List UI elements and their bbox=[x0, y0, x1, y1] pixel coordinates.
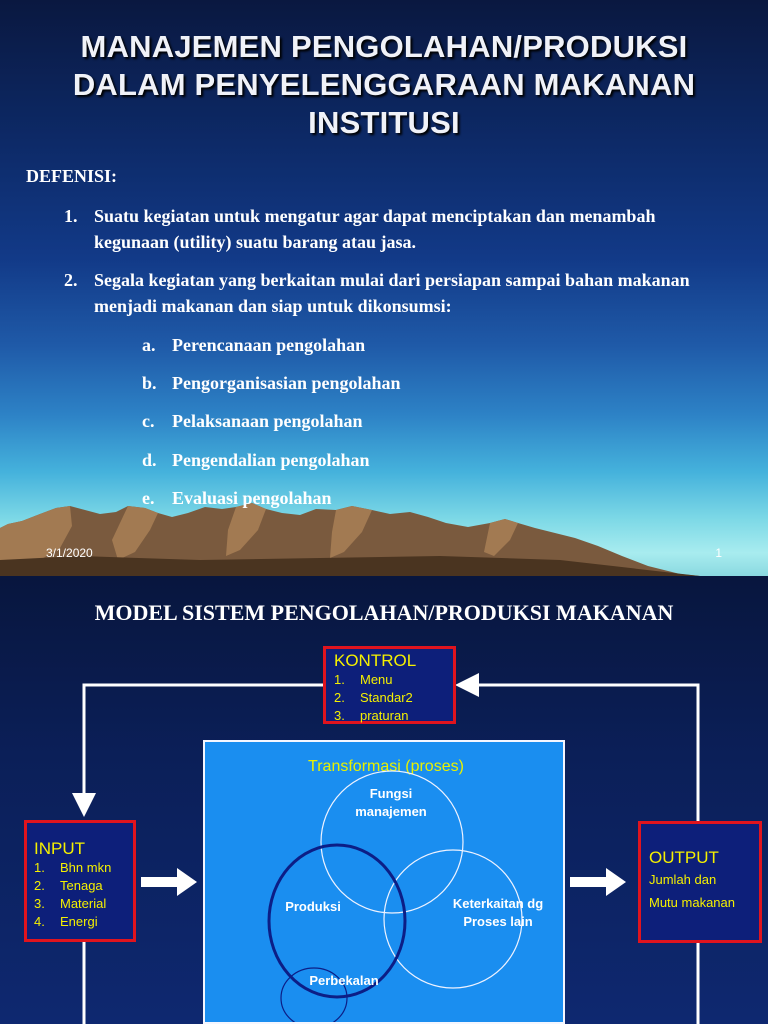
label-perbekalan: Perbekalan bbox=[309, 973, 379, 988]
mountain-landscape bbox=[0, 503, 700, 576]
output-line: Mutu makanan bbox=[649, 895, 735, 910]
list-item: 1. Bhn mkn bbox=[34, 859, 126, 877]
sub-item: c. Pelaksanaan pengolahan bbox=[142, 408, 622, 434]
list-item: 2. Tenaga bbox=[34, 877, 126, 895]
list-text: Bhn mkn bbox=[60, 860, 112, 875]
slide-1: MANAJEMEN PENGOLAHAN/PRODUKSI DALAM PENY… bbox=[0, 0, 768, 576]
input-list: 1. Bhn mkn 2. Tenaga 3. Material 4. Energi bbox=[34, 859, 126, 931]
list-text: Tenaga bbox=[60, 878, 103, 893]
list-item: 2. Standar2 bbox=[334, 689, 445, 707]
list-item: 3. Material bbox=[34, 895, 126, 913]
list-text: praturan bbox=[360, 708, 409, 723]
footer-date: 3/1/2020 bbox=[46, 546, 93, 560]
sub-item-text: Pelaksanaan pengolahan bbox=[172, 411, 363, 431]
sub-item: a. Perencanaan pengolahan bbox=[142, 332, 622, 358]
sub-item-letter: d. bbox=[142, 450, 157, 470]
list-number: 3. bbox=[34, 896, 45, 911]
sub-item-text: Perencanaan pengolahan bbox=[172, 335, 366, 355]
arrow-input-to-process bbox=[141, 868, 197, 896]
list-item: 1. Menu bbox=[334, 671, 445, 689]
feedback-line-output bbox=[455, 673, 700, 823]
input-title: INPUT bbox=[34, 839, 85, 858]
control-line-input bbox=[72, 683, 323, 817]
sub-item-text: Pengendalian pengolahan bbox=[172, 450, 370, 470]
definition-item: 2. Segala kegiatan yang berkaitan mulai … bbox=[64, 267, 704, 319]
input-box: INPUT 1. Bhn mkn 2. Tenaga 3. Material 4. En… bbox=[24, 820, 136, 942]
sub-item: b. Pengorganisasian pengolahan bbox=[142, 370, 622, 396]
list-item: 3. praturan bbox=[334, 707, 445, 725]
output-line: Jumlah dan bbox=[649, 872, 717, 887]
label-line: Keterkaitan dg bbox=[452, 896, 544, 911]
label-produksi: Produksi bbox=[285, 899, 341, 914]
sub-item-text: Pengorganisasian pengolahan bbox=[172, 373, 401, 393]
sub-item-letter: b. bbox=[142, 373, 157, 393]
definition-number: 2. bbox=[64, 270, 78, 290]
definition-item: 1. Suatu kegiatan untuk mengatur agar da… bbox=[64, 203, 704, 255]
circle-produksi bbox=[267, 843, 407, 999]
list-text: Menu bbox=[360, 672, 393, 687]
list-number: 1. bbox=[34, 860, 45, 875]
slide-number: 1 bbox=[715, 546, 722, 560]
list-number: 3. bbox=[334, 708, 345, 723]
list-item: 4. Energi bbox=[34, 913, 126, 931]
label-line: manajemen bbox=[355, 804, 427, 819]
circle-perbekalan bbox=[280, 967, 348, 1022]
model-heading: MODEL SISTEM PENGOLAHAN/PRODUKSI MAKANAN bbox=[94, 600, 674, 625]
slide-2: MODEL SISTEM PENGOLAHAN/PRODUKSI MAKANAN bbox=[0, 576, 768, 1024]
sub-item-text: Evaluasi pengolahan bbox=[172, 488, 332, 508]
sub-item-letter: e. bbox=[142, 488, 155, 508]
flow-connectors bbox=[72, 673, 700, 1024]
label-keterkaitan: Keterkaitan dg Proses lain bbox=[433, 895, 563, 931]
arrow-process-to-output bbox=[570, 868, 626, 896]
label-line: Proses lain bbox=[463, 914, 533, 929]
kontrol-title: KONTROL bbox=[334, 651, 417, 670]
transformasi-title: Transformasi (proses) bbox=[308, 758, 464, 775]
label-fungsi-manajemen: Fungsi manajemen bbox=[331, 785, 451, 821]
output-box: OUTPUT Jumlah dan Mutu makanan bbox=[638, 821, 762, 943]
circle-fungsi-manajemen bbox=[320, 770, 464, 914]
slide-title: MANAJEMEN PENGOLAHAN/PRODUKSI DALAM PENY… bbox=[72, 29, 696, 140]
kontrol-list: 1. Menu 2. Standar2 3. praturan bbox=[334, 671, 445, 725]
definition-number: 1. bbox=[64, 206, 78, 226]
sub-item: d. Pengendalian pengolahan bbox=[142, 447, 622, 473]
list-number: 2. bbox=[334, 690, 345, 705]
kontrol-box: KONTROL 1. Menu 2. Standar2 3. praturan bbox=[323, 646, 456, 724]
definition-heading: DEFENISI: bbox=[26, 166, 118, 186]
list-number: 2. bbox=[34, 878, 45, 893]
list-text: Energi bbox=[60, 914, 98, 929]
definition-text: Segala kegiatan yang berkaitan mulai dar… bbox=[94, 270, 690, 316]
list-number: 4. bbox=[34, 914, 45, 929]
circle-keterkaitan bbox=[383, 849, 523, 989]
output-title: OUTPUT bbox=[649, 848, 719, 867]
list-text: Standar2 bbox=[360, 690, 413, 705]
transformasi-box: Transformasi (proses) Fungsi manajemen P… bbox=[203, 740, 565, 1024]
sub-item-letter: c. bbox=[142, 411, 155, 431]
sub-item-letter: a. bbox=[142, 335, 156, 355]
list-number: 1. bbox=[334, 672, 345, 687]
list-text: Material bbox=[60, 896, 107, 911]
label-line: Fungsi bbox=[369, 786, 413, 801]
venn-diagram bbox=[267, 770, 523, 1022]
definition-text: Suatu kegiatan untuk mengatur agar dapat… bbox=[94, 206, 656, 252]
sub-item: e. Evaluasi pengolahan bbox=[142, 485, 622, 511]
